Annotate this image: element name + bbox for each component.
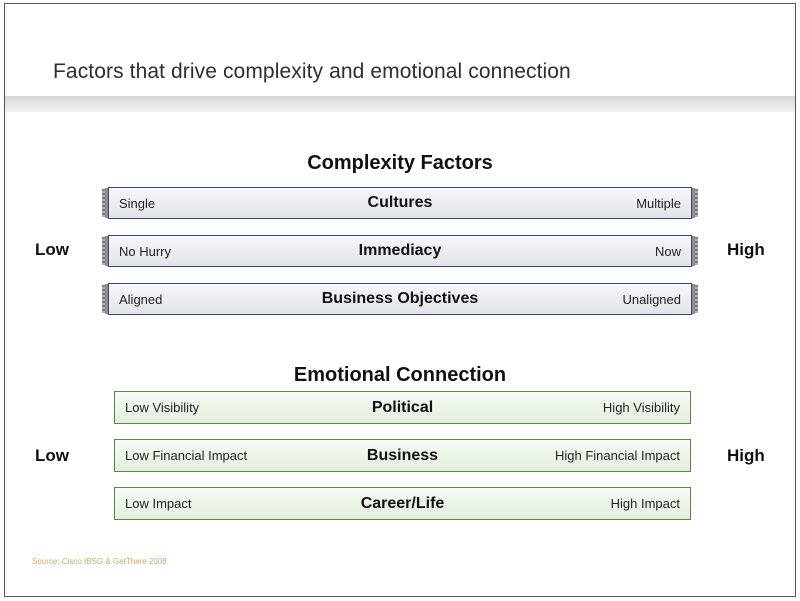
emotional-bar-business: Low Financial Impact Business High Finan…: [114, 439, 691, 472]
bar-low-end: Aligned: [119, 291, 163, 307]
emotional-bar-political: Low Visibility Political High Visibility: [114, 391, 691, 424]
complexity-low-label: Low: [35, 240, 69, 259]
complexity-bar-cultures: Single Cultures Multiple: [102, 187, 698, 219]
bar-low-end: No Hurry: [119, 243, 172, 259]
complexity-heading: Complexity Factors: [307, 152, 493, 174]
bar-factor-name: Career/Life: [360, 494, 445, 512]
bar-low-end: Low Visibility: [125, 400, 200, 415]
slide-title: Factors that drive complexity and emotio…: [53, 60, 571, 83]
bar-high-end: High Financial Impact: [555, 448, 680, 463]
emotional-heading: Emotional Connection: [293, 364, 507, 386]
bar-low-end: Single: [119, 195, 156, 211]
slide: Factors that drive complexity and emotio…: [4, 3, 796, 597]
bar-factor-name: Business Objectives: [321, 290, 479, 307]
bar-factor-name: Immediacy: [358, 242, 442, 259]
title-divider: [5, 96, 795, 112]
bar-high-end: High Visibility: [602, 400, 680, 415]
bar-high-end: Now: [654, 243, 681, 259]
emotional-high-label: High: [727, 446, 765, 465]
source-note: Source: Cisco IBSG & GetThere 2008: [32, 557, 167, 566]
complexity-bar-immediacy: No Hurry Immediacy Now: [102, 235, 698, 267]
complexity-bar-business-objectives: Aligned Business Objectives Unaligned: [102, 283, 698, 315]
bar-high-end: Unaligned: [622, 291, 681, 307]
bar-factor-name: Cultures: [367, 194, 433, 211]
bar-high-end: High Impact: [610, 496, 680, 511]
bar-high-end: Multiple: [636, 195, 681, 211]
bar-low-end: Low Financial Impact: [125, 448, 248, 463]
complexity-high-label: High: [727, 240, 765, 259]
emotional-bar-career-life: Low Impact Career/Life High Impact: [114, 487, 691, 520]
emotional-low-label: Low: [35, 446, 69, 465]
bar-low-end: Low Impact: [125, 496, 192, 511]
